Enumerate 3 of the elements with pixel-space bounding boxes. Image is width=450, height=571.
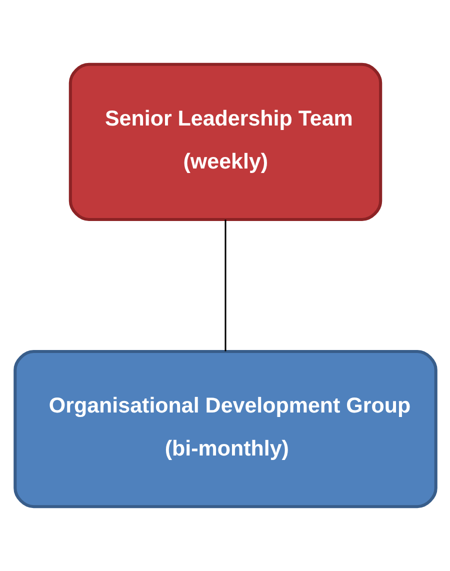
node-box: Organisational Development Group (bi-monthly) [13,350,437,508]
node-box: Senior Leadership Team (weekly) [68,62,382,221]
connector [224,220,226,352]
